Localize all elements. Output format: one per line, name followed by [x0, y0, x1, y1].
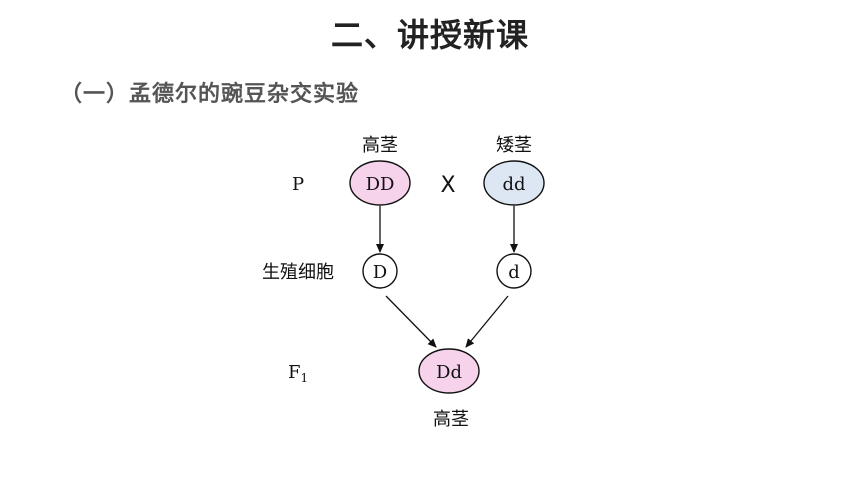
offspring-ellipse	[418, 348, 480, 394]
row-label-gametes: 生殖细胞	[262, 261, 334, 283]
offspring-genotype: Dd	[436, 362, 462, 383]
parent-left-label: 高茎	[362, 135, 398, 156]
parent-left-ellipse	[349, 160, 411, 206]
row-label-f1-main: F	[288, 362, 301, 383]
gamete-left-label: D	[373, 262, 387, 283]
parent-left-genotype: DD	[366, 174, 395, 195]
gamete-left-circle	[362, 253, 398, 289]
arrow-right-gamete-to-offspring	[465, 295, 509, 348]
row-label-p: P	[292, 174, 304, 195]
gamete-right-label: d	[508, 262, 520, 283]
page-title: 二、讲授新课	[330, 16, 529, 54]
row-label-f1-subscript: 1	[301, 371, 309, 385]
section-subtitle: （一）孟德尔的豌豆杂交实验	[60, 82, 360, 107]
gamete-right-circle	[496, 253, 532, 289]
offspring-label: 高茎	[433, 409, 469, 430]
parent-right-ellipse	[483, 160, 545, 206]
parent-right-genotype: dd	[502, 174, 525, 195]
row-label-f1: F1	[288, 362, 308, 385]
cross-symbol: X	[440, 173, 455, 198]
arrow-left-gamete-to-offspring	[385, 295, 437, 348]
parent-right-label: 矮茎	[496, 135, 532, 156]
